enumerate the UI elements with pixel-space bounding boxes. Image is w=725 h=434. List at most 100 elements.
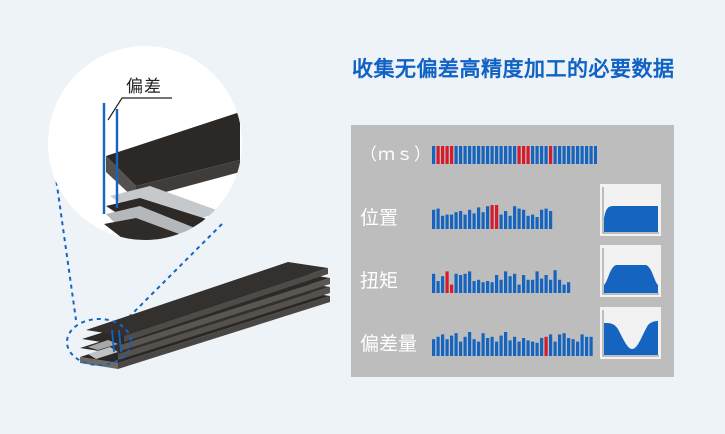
row-label-time: （ｍｓ）	[360, 145, 432, 165]
data-bar	[499, 335, 503, 356]
data-bar	[544, 208, 548, 229]
data-bar	[454, 333, 458, 356]
chart-deviation	[600, 307, 661, 359]
data-bar	[495, 341, 499, 356]
data-bar	[459, 341, 463, 356]
chart-axis	[602, 248, 659, 295]
data-bar	[540, 278, 544, 293]
data-bar	[522, 338, 526, 356]
profile-curve	[604, 265, 658, 293]
data-bar	[508, 340, 512, 356]
plate-stack	[80, 262, 330, 369]
data-bar	[504, 146, 508, 164]
data-bar	[481, 212, 485, 229]
chart-axis	[602, 187, 659, 234]
data-bar	[486, 281, 490, 293]
data-bar	[522, 209, 526, 229]
bars-torque	[432, 270, 571, 293]
row-label-deviation: 偏差量	[360, 333, 418, 355]
data-bar	[486, 206, 490, 229]
data-bar	[436, 281, 440, 293]
data-bar	[477, 146, 481, 164]
data-bar	[508, 276, 512, 293]
data-bar	[571, 146, 575, 164]
data-bar	[486, 146, 490, 164]
data-bar	[459, 146, 463, 164]
data-bar	[486, 338, 490, 356]
data-bar	[495, 275, 499, 293]
data-bar	[513, 206, 517, 229]
data-bar	[436, 336, 440, 356]
data-bar	[567, 282, 571, 293]
data-bar	[585, 146, 589, 164]
data-bar	[432, 339, 436, 356]
chart-torque	[600, 245, 661, 297]
data-bar	[504, 211, 508, 229]
data-bar	[558, 279, 562, 293]
data-bar	[567, 146, 571, 164]
data-bar	[468, 332, 472, 356]
page-title: 收集无偏差高精度加工的必要数据	[352, 57, 675, 81]
row-label-position: 位置	[360, 207, 399, 229]
data-bar	[454, 212, 458, 229]
data-bar	[526, 279, 530, 293]
data-bar	[526, 215, 530, 229]
data-bar	[504, 332, 508, 356]
bars-position	[432, 205, 553, 229]
data-bar	[504, 271, 508, 293]
data-bar	[535, 217, 539, 229]
data-bar	[432, 273, 436, 293]
data-bar	[472, 146, 476, 164]
data-bar	[589, 336, 593, 356]
data-bar	[531, 341, 535, 356]
data-bar	[580, 334, 584, 356]
data-bar	[540, 338, 544, 356]
data-bar	[553, 146, 557, 164]
data-bar	[490, 336, 494, 356]
data-bar	[517, 284, 521, 293]
data-bar	[445, 339, 449, 356]
data-bar	[522, 275, 526, 293]
deviation-label: 偏差	[126, 77, 162, 97]
data-bar	[472, 281, 476, 293]
data-bar	[535, 146, 539, 164]
data-bar	[517, 341, 521, 356]
data-bar	[432, 209, 436, 229]
data-bar	[513, 336, 517, 356]
data-bar	[576, 146, 580, 164]
data-bar	[432, 146, 436, 164]
data-bar	[576, 341, 580, 356]
data-bar	[558, 146, 562, 164]
data-bar	[517, 146, 521, 164]
data-bar	[508, 146, 512, 164]
bars-time	[432, 146, 597, 164]
data-bar	[490, 282, 494, 293]
profile-curve	[604, 206, 658, 232]
data-bar	[490, 146, 494, 164]
data-bar	[531, 214, 535, 229]
data-bar	[580, 146, 584, 164]
data-bar	[522, 146, 526, 164]
data-bar	[472, 339, 476, 356]
data-bar	[441, 146, 445, 164]
data-bar	[531, 146, 535, 164]
data-bar	[472, 213, 476, 229]
data-bar	[463, 214, 467, 229]
data-bar	[549, 146, 553, 164]
machining-illustration	[48, 46, 330, 369]
data-bar	[477, 279, 481, 293]
data-bar	[553, 341, 557, 356]
data-panel: （ｍｓ） 位置 扭矩 偏差量	[351, 125, 674, 377]
data-bar	[450, 214, 454, 229]
data-bar	[441, 215, 445, 229]
data-bar	[544, 275, 548, 293]
data-bar	[459, 211, 463, 229]
data-bar	[585, 336, 589, 356]
data-bar	[445, 146, 449, 164]
data-bar	[445, 271, 449, 293]
row-label-torque: 扭矩	[360, 270, 399, 292]
data-bar	[517, 208, 521, 229]
data-bar	[468, 271, 472, 293]
chart-position	[600, 184, 661, 236]
data-bar	[513, 273, 517, 293]
